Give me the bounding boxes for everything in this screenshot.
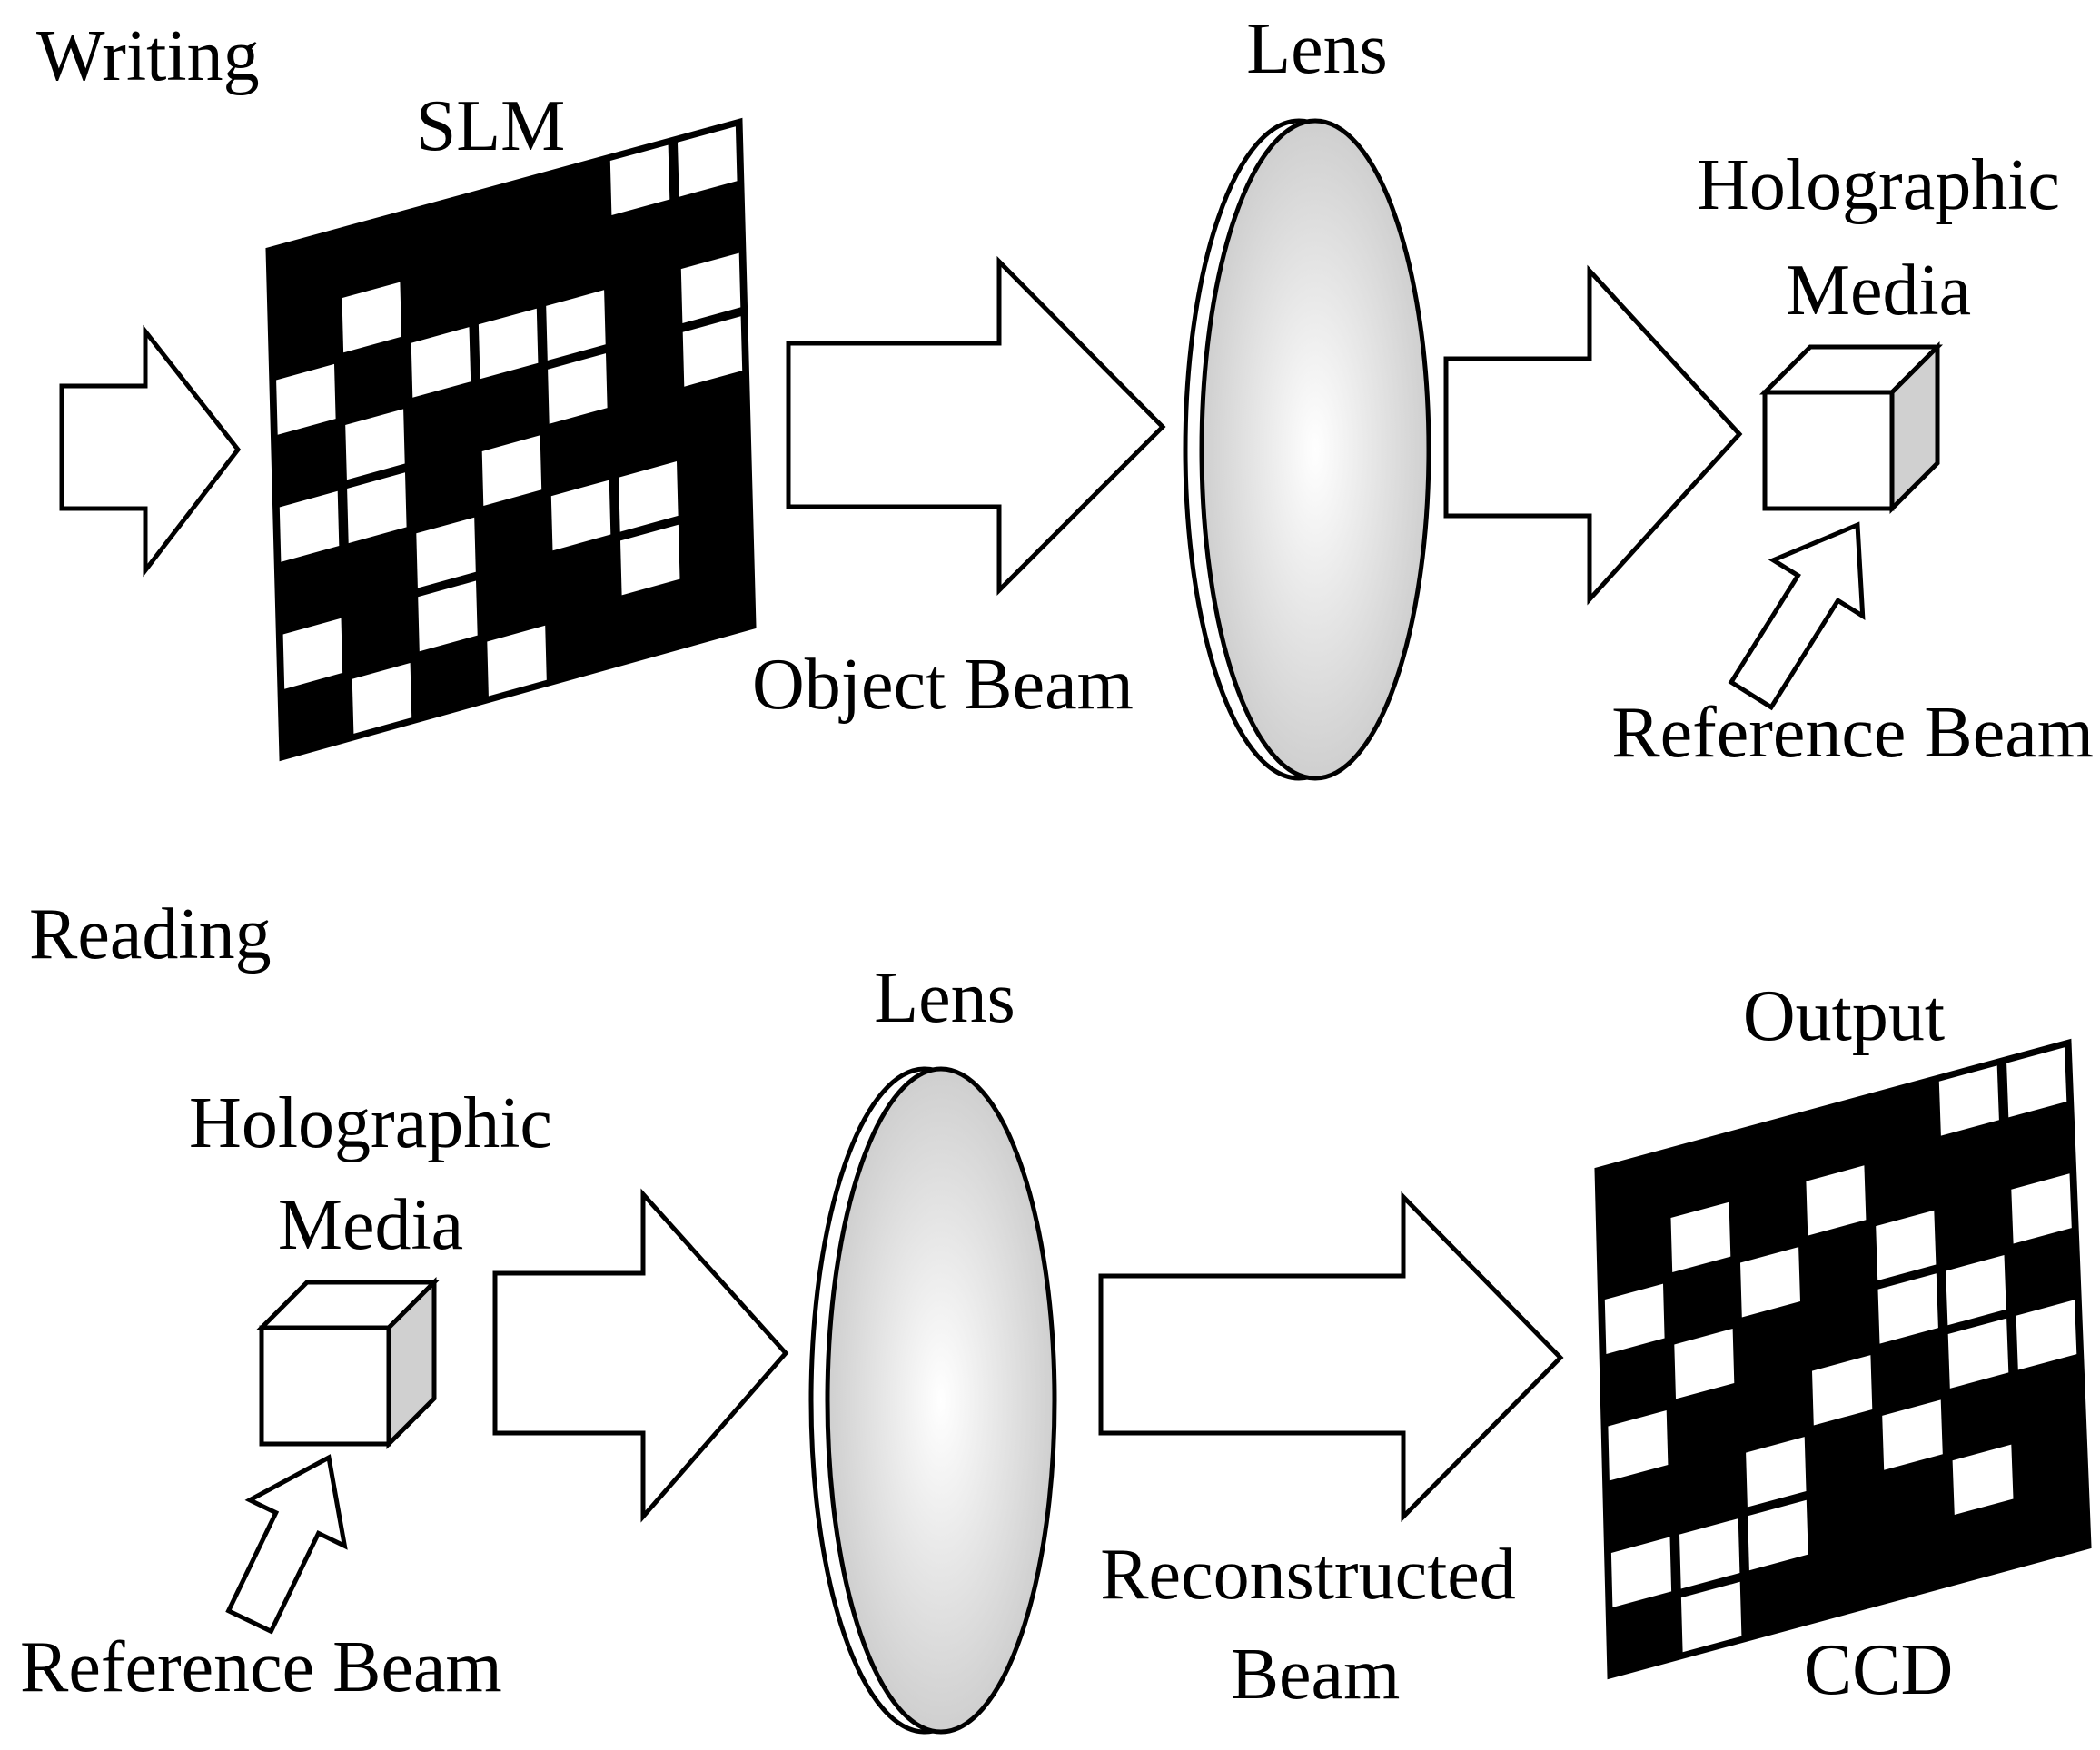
slm-cell [342, 282, 401, 353]
slm-cell [416, 517, 476, 588]
slm-grid [265, 117, 757, 762]
slm-cell [345, 409, 405, 480]
ccd-grid [1594, 1038, 2092, 1680]
slm-cell [548, 353, 608, 424]
lens-label-reading: Lens [874, 958, 1015, 1038]
ccd-cell [1674, 1329, 1735, 1399]
ccd-cell [1938, 1065, 1999, 1136]
input-beam-arrow [59, 324, 242, 578]
cube-front [259, 1325, 391, 1447]
slm-cell [487, 625, 547, 697]
media-label-line1-reading: Holographic [189, 1083, 552, 1163]
slm-cell [279, 490, 340, 562]
ccd-cell [1946, 1255, 2006, 1326]
reconstructed-beam-arrow [1098, 1191, 1564, 1523]
reconstructed-beam-label-line2: Beam [1231, 1635, 1401, 1715]
ccd-cell [1680, 1581, 1742, 1653]
ccd-cell [1748, 1499, 1808, 1571]
writing-title: Writing [36, 16, 260, 96]
lens-face [825, 1066, 1057, 1735]
ccd-cell [1882, 1399, 1943, 1470]
ccd-cell [1670, 1201, 1731, 1272]
slm-cell [550, 480, 611, 551]
slm-cell [682, 316, 743, 387]
lens-writing [1183, 118, 1431, 781]
ccd-cell [1608, 1410, 1669, 1481]
slm-cell [282, 618, 343, 689]
slm-cell [352, 663, 412, 734]
ccd-cell [1679, 1518, 1740, 1589]
ccd-label: CCD [1804, 1630, 1954, 1710]
reference-beam-label-reading: Reference Beam [20, 1627, 502, 1707]
holographic-media-cube-writing [1758, 341, 1944, 515]
reading-title: Reading [29, 895, 272, 974]
slm-cell [478, 308, 539, 380]
slm-cell [411, 327, 471, 398]
slm-cell [418, 580, 478, 652]
ccd-cell [1877, 1273, 1938, 1344]
ccd-cell [1610, 1537, 1672, 1607]
ccd-cell [1876, 1210, 1937, 1280]
ccd-cell [1812, 1355, 1873, 1426]
reference-beam-arrow-writing [1728, 521, 1866, 711]
ccd-cell [2006, 1047, 2067, 1118]
lens-label-writing: Lens [1246, 9, 1388, 89]
ccd-frame [1594, 1038, 2092, 1680]
slm-cell [609, 144, 670, 215]
slm-cell [620, 524, 680, 596]
lens-reading [808, 1066, 1057, 1735]
ccd-cell [1746, 1437, 1807, 1508]
object-beam-arrow [786, 255, 1166, 597]
slm-cell [481, 435, 542, 506]
holographic-media-cube-reading [255, 1276, 441, 1450]
slm-label: SLM [416, 86, 566, 166]
reading-section: Reading Holographic Media Reference Beam… [20, 895, 2092, 1735]
slm-cell [347, 472, 407, 544]
slm-frame [265, 117, 757, 762]
writing-section: Writing SLM Object Beam Lens Holographic… [36, 9, 2094, 781]
ccd-cell [1952, 1444, 2014, 1515]
media-label-line1-writing: Holographic [1697, 145, 2060, 225]
lens-face [1199, 118, 1431, 781]
reference-beam-arrow-reading [225, 1454, 348, 1635]
cube-front [1762, 390, 1895, 511]
media-label-line2-reading: Media [278, 1185, 463, 1265]
slm-cell [619, 461, 679, 532]
ccd-cell [2016, 1300, 2077, 1370]
object-beam-label: Object Beam [752, 645, 1134, 725]
diffracted-beam-arrow [492, 1188, 789, 1523]
media-label-line2-writing: Media [1786, 251, 1971, 331]
ccd-cell [1947, 1318, 2009, 1389]
ccd-cell [1604, 1283, 1665, 1354]
slm-cell [546, 290, 606, 361]
reference-beam-label-writing: Reference Beam [1611, 693, 2094, 773]
ccd-cell [2011, 1173, 2072, 1244]
slm-cell [680, 252, 741, 323]
slm-cell [276, 363, 336, 435]
output-label: Output [1743, 976, 1945, 1056]
focused-beam-arrow [1443, 264, 1743, 606]
ccd-cell [1806, 1165, 1867, 1236]
reconstructed-beam-label-line1: Reconstructed [1100, 1535, 1516, 1615]
ccd-cell [1740, 1247, 1800, 1318]
slm-cell [678, 126, 738, 197]
